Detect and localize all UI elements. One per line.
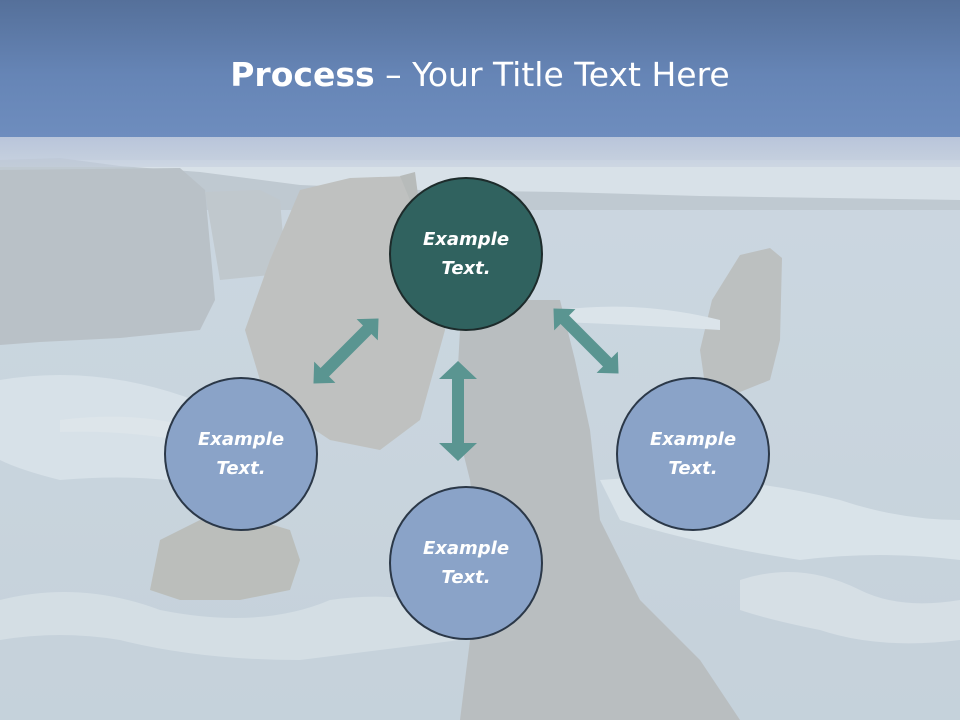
- node-bottom-line2: Text.: [441, 567, 491, 588]
- node-bottom-line1: Example: [422, 538, 510, 559]
- node-center-line2: Text.: [441, 258, 491, 279]
- double-arrow-vertical: [439, 361, 477, 461]
- node-left: Example Text.: [164, 377, 318, 531]
- double-arrow-left: [313, 318, 379, 384]
- title-bold: Process: [230, 55, 375, 94]
- slide-title: Process – Your Title Text Here: [0, 52, 960, 98]
- node-center-line1: Example: [422, 229, 510, 250]
- title-bar: [0, 0, 960, 137]
- title-bar-band: [0, 137, 960, 167]
- node-bottom: Example Text.: [389, 486, 543, 640]
- node-center: Example Text.: [389, 177, 543, 331]
- node-right: Example Text.: [616, 377, 770, 531]
- node-left-line2: Text.: [216, 458, 266, 479]
- title-rest: – Your Title Text Here: [374, 55, 730, 94]
- node-right-line2: Text.: [668, 458, 718, 479]
- node-left-line1: Example: [197, 429, 285, 450]
- double-arrow-right: [553, 308, 619, 374]
- node-right-line1: Example: [649, 429, 737, 450]
